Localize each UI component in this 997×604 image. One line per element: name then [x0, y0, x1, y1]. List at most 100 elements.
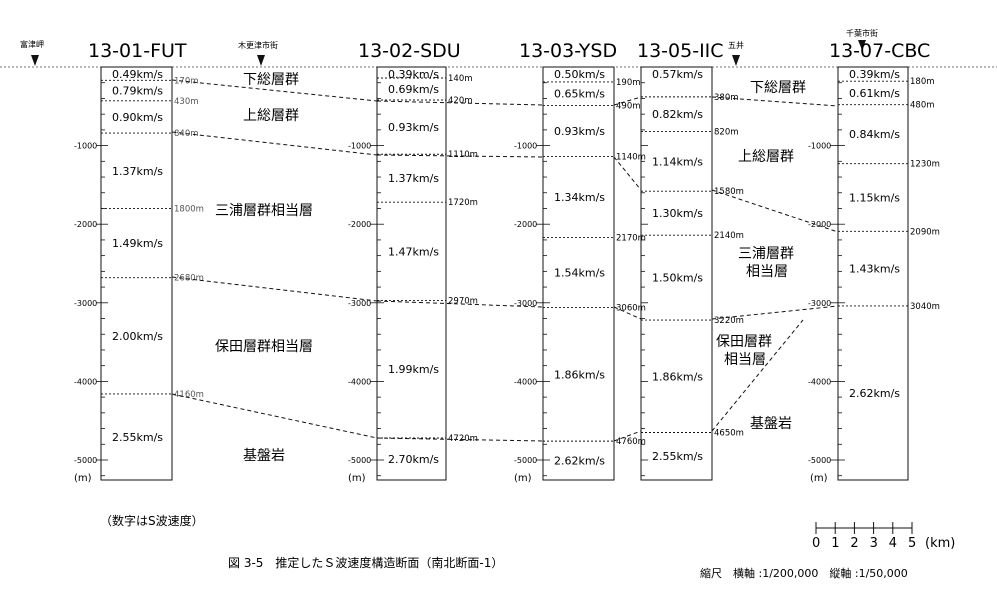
column-13-02-sdu: -1000-2000-3000-4000-5000(m)140m420m1110… [348, 66, 478, 484]
velocity-label: 0.79km/s [112, 85, 163, 98]
location-label: 木更津市街 [238, 40, 278, 50]
layer-depth-label: 4760m [616, 437, 646, 447]
location-kisarazu: 木更津市街 [238, 40, 278, 66]
formation-shimosa: 下総層群 [243, 72, 299, 88]
column-box [376, 66, 447, 481]
depth-tick-label: -3000 [74, 299, 97, 308]
layer-depth-label: 190m [616, 78, 641, 88]
velocity-label: 1.86km/s [652, 370, 703, 383]
velocity-note: （数字はS波速度） [100, 513, 204, 528]
layer-depth-label: 1110m [448, 150, 478, 160]
velocity-label: 0.90km/s [112, 111, 163, 124]
velocity-label: 0.69km/s [388, 83, 439, 96]
depth-tick-label: -1000 [514, 142, 537, 151]
layer-depth-label: 1230m [910, 160, 940, 170]
layer-depth-label: 4720m [448, 434, 478, 444]
layer-depth-label: 490m [616, 102, 641, 112]
location-marker-icon [31, 55, 39, 66]
correlation-line [171, 276, 378, 302]
formation-basement-r: 基盤岩 [750, 415, 792, 432]
formation-shimosa-r: 下総層群 [750, 80, 806, 96]
depth-tick-label: -5000 [74, 456, 97, 465]
velocity-label: 0.49km/s [112, 68, 163, 81]
velocity-label: 0.50km/s [554, 68, 605, 81]
column-box [837, 66, 909, 481]
velocity-label: 0.93km/s [554, 125, 605, 138]
column-title-cbc: 13-07-CBC [829, 40, 930, 62]
column-box [542, 66, 615, 481]
depth-unit: (m) [514, 473, 532, 484]
velocity-label: 1.14km/s [652, 155, 703, 168]
location-marker-icon [858, 40, 866, 50]
location-label: 五井 [728, 40, 744, 50]
layer-depth-label: 3040m [910, 302, 940, 312]
depth-tick-label: -3000 [808, 299, 831, 308]
layer-depth-label: 3060m [616, 304, 646, 314]
velocity-label: 2.55km/s [112, 431, 163, 444]
column-box [100, 66, 173, 481]
formation-kazusa: 上総層群 [243, 108, 299, 124]
scale-tick-label: 5 [908, 536, 916, 551]
formation-miura-r-1: 三浦層群 [738, 246, 794, 262]
depth-tick-label: -5000 [348, 456, 371, 465]
depth-tick-label: -1000 [74, 142, 97, 151]
formation-labels-left: 下総層群 上総層群 三浦層群相当層 保田層群相当層 基盤岩 [215, 72, 313, 464]
velocity-label: 2.00km/s [112, 330, 163, 343]
depth-tick-label: -5000 [808, 456, 831, 465]
layer-depth-label: 1800m [174, 204, 204, 214]
scale-tick-label: 3 [870, 536, 878, 551]
velocity-label: 0.57km/s [652, 68, 703, 81]
depth-tick-label: -3000 [514, 299, 537, 308]
depth-unit: (m) [74, 473, 92, 484]
correlation-lines [171, 79, 839, 442]
depth-tick-label: -2000 [74, 220, 97, 229]
velocity-label: 1.54km/s [554, 267, 605, 280]
velocity-label: 0.93km/s [388, 121, 439, 134]
figure-caption: 図 3-5 推定したＳ波速度構造断面（南北断面-1） [228, 555, 503, 570]
correlation-line [711, 96, 839, 107]
layer-depth-label: 4160m [174, 390, 204, 400]
column-13-07-cbc: -1000-2000-3000-4000-5000(m)180m480m1230… [808, 66, 940, 484]
layer-depth-label: 430m [174, 97, 199, 107]
velocity-label: 1.37km/s [112, 165, 163, 178]
velocity-label: 0.82km/s [652, 108, 703, 121]
depth-tick-label: -4000 [74, 377, 97, 386]
scale-tick-label: 2 [850, 536, 858, 551]
layer-depth-label: 140m [448, 74, 473, 84]
layer-depth-label: 4650m [714, 428, 744, 438]
velocity-label: 1.15km/s [849, 191, 900, 204]
depth-unit: (m) [348, 473, 366, 484]
column-title-fut: 13-01-FUT [88, 40, 187, 62]
column-box [640, 66, 713, 481]
velocity-label: 0.39km/s [849, 68, 900, 81]
depth-tick-label: -1000 [808, 142, 831, 151]
layer-depth-label: 2090m [910, 227, 940, 237]
layer-depth-label: 3220m [714, 316, 744, 326]
layer-depth-label: 480m [910, 101, 935, 111]
correlation-line [711, 305, 839, 320]
velocity-label: 2.62km/s [554, 455, 605, 468]
correlation-line [171, 79, 378, 102]
velocity-label: 2.62km/s [849, 387, 900, 400]
layer-depth-label: 820m [714, 127, 739, 137]
layer-depth-label: 420m [448, 96, 473, 106]
layer-depth-label: 1720m [448, 198, 478, 208]
location-goi: 五井 [728, 40, 744, 66]
correlation-line [613, 306, 642, 320]
velocity-label: 1.47km/s [388, 245, 439, 258]
scale-tick-label: 4 [889, 536, 897, 551]
formation-labels-right: 下総層群 上総層群 三浦層群 相当層 保田層群 相当層 基盤岩 [716, 80, 806, 432]
scale-unit: (km) [925, 536, 955, 551]
depth-tick-label: -2000 [348, 220, 371, 229]
depth-unit: (m) [810, 473, 828, 484]
velocity-label: 1.43km/s [849, 263, 900, 276]
formation-miura: 三浦層群相当層 [215, 203, 313, 219]
velocity-label: 2.70km/s [388, 453, 439, 466]
layer-depth-label: 1140m [616, 153, 646, 163]
column-title-sdu: 13-02-SDU [358, 40, 461, 62]
velocity-label: 0.65km/s [554, 88, 605, 101]
formation-hota-r-2: 相当層 [724, 352, 766, 368]
